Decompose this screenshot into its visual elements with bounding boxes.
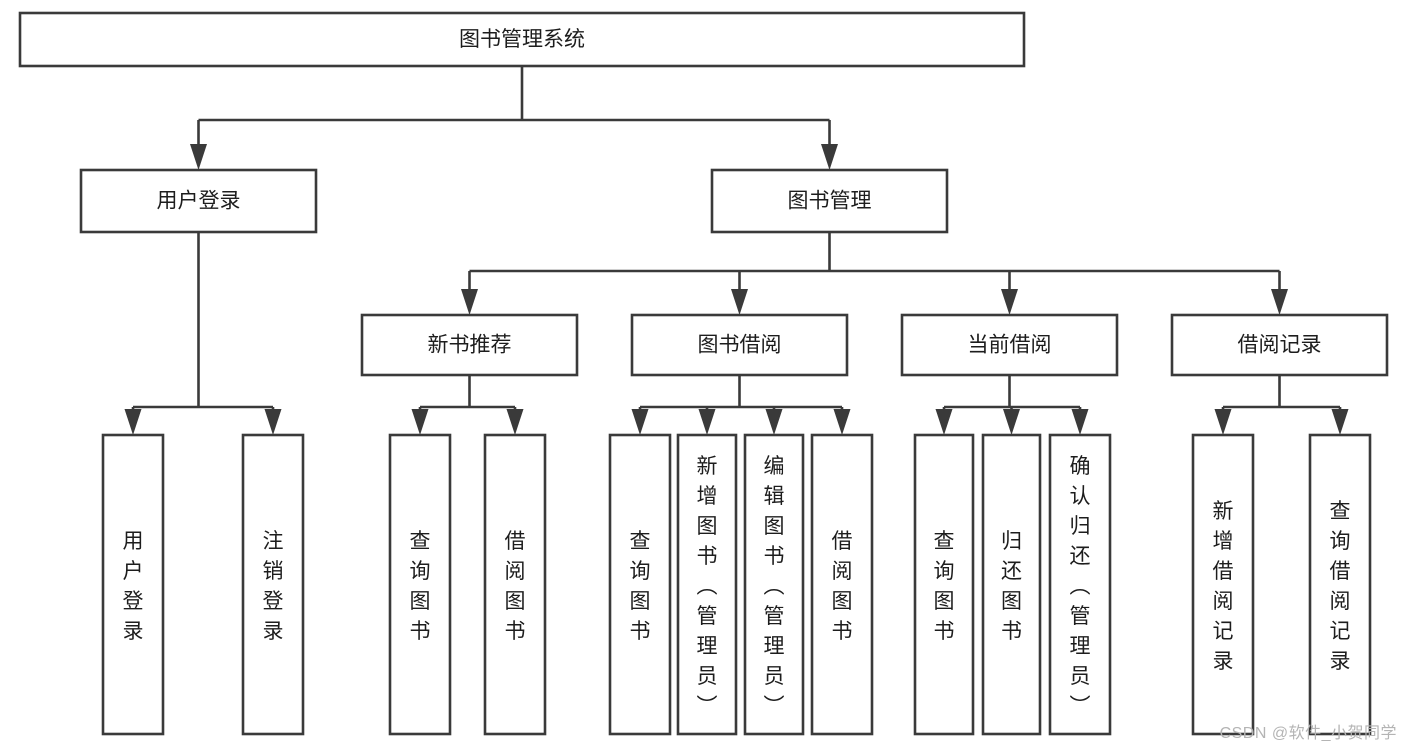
node-l3-e1[interactable]: 新增借阅记录 (1191, 433, 1255, 736)
node-box[interactable] (608, 433, 672, 736)
node-box[interactable] (710, 168, 949, 234)
edge-arrowhead (698, 409, 716, 435)
node-box[interactable] (483, 433, 547, 736)
node-root[interactable]: 图书管理系统 (18, 11, 1026, 68)
node-box[interactable] (1048, 433, 1112, 736)
node-box[interactable] (388, 433, 452, 736)
node-l3-d2[interactable]: 归还图书 (981, 433, 1042, 736)
edge-group-l2-current (935, 375, 1089, 435)
edge-arrowhead (1271, 289, 1288, 315)
node-label: 借阅图书 (505, 530, 526, 643)
node-l3-a2[interactable]: 注销登录 (241, 433, 305, 736)
node-label: 新增借阅记录 (1213, 500, 1234, 673)
edge-group-l1-bookmgmt (461, 232, 1288, 315)
node-l3-c4[interactable]: 借阅图书 (810, 433, 874, 736)
edge-arrowhead (1001, 289, 1018, 315)
edge-arrowhead (935, 409, 953, 435)
node-l1-bookmgmt[interactable]: 图书管理 (710, 168, 949, 234)
node-box[interactable] (630, 313, 849, 377)
edge-arrowhead (833, 409, 851, 435)
node-l2-newbook[interactable]: 新书推荐 (360, 313, 579, 377)
node-box[interactable] (1308, 433, 1372, 736)
edge-arrowhead (821, 144, 838, 170)
node-l3-d1[interactable]: 查询图书 (913, 433, 975, 736)
node-label: 编辑图书︵管理员︶ (764, 455, 785, 718)
node-l2-current[interactable]: 当前借阅 (900, 313, 1119, 377)
node-box[interactable] (743, 433, 805, 736)
node-label: 新书推荐 (428, 334, 512, 357)
node-l2-borrow[interactable]: 图书借阅 (630, 313, 849, 377)
edge-arrowhead (1214, 409, 1232, 435)
node-box[interactable] (676, 433, 738, 736)
node-label: 注销登录 (263, 530, 284, 643)
edge-layer (124, 66, 1349, 435)
node-label: 借阅记录 (1238, 334, 1322, 357)
node-l3-c2[interactable]: 新增图书︵管理员︶ (676, 433, 738, 736)
node-l3-a1[interactable]: 用户登录 (101, 433, 165, 736)
node-l1-login[interactable]: 用户登录 (79, 168, 318, 234)
edge-arrowhead (264, 409, 282, 435)
watermark-text: CSDN @软件_小贺同学 (1219, 725, 1397, 742)
node-box[interactable] (981, 433, 1042, 736)
edge-group-l2-newbook (411, 375, 524, 435)
node-label: 确认归还︵管理员︶ (1070, 455, 1091, 718)
node-l3-c3[interactable]: 编辑图书︵管理员︶ (743, 433, 805, 736)
edge-arrowhead (124, 409, 142, 435)
edge-arrowhead (411, 409, 429, 435)
edge-group-l2-borrow (631, 375, 851, 435)
node-box[interactable] (79, 168, 318, 234)
edge-arrowhead (1071, 409, 1089, 435)
edge-arrowhead (1003, 409, 1020, 435)
node-box[interactable] (1170, 313, 1389, 377)
node-label: 用户登录 (157, 190, 241, 213)
node-label: 查询借阅记录 (1330, 500, 1351, 673)
edge-group-root (190, 66, 838, 170)
node-label: 归还图书 (1001, 530, 1022, 643)
edge-arrowhead (461, 289, 478, 315)
node-box[interactable] (810, 433, 874, 736)
node-label: 图书管理 (788, 190, 872, 213)
node-layer: 图书管理系统用户登录图书管理新书推荐图书借阅当前借阅借阅记录用户登录注销登录查询… (18, 11, 1389, 736)
node-l3-b1[interactable]: 查询图书 (388, 433, 452, 736)
node-label: 借阅图书 (832, 530, 853, 643)
node-box[interactable] (360, 313, 579, 377)
node-l3-e2[interactable]: 查询借阅记录 (1308, 433, 1372, 736)
node-box[interactable] (241, 433, 305, 736)
node-label: 新增图书︵管理员︶ (697, 455, 718, 718)
node-l3-b2[interactable]: 借阅图书 (483, 433, 547, 736)
node-label: 查询图书 (410, 530, 431, 643)
node-label: 查询图书 (630, 530, 651, 643)
node-label: 查询图书 (934, 530, 955, 643)
node-label: 图书管理系统 (459, 28, 585, 51)
edge-arrowhead (506, 409, 524, 435)
edge-arrowhead (190, 144, 207, 170)
node-box[interactable] (1191, 433, 1255, 736)
node-l2-record[interactable]: 借阅记录 (1170, 313, 1389, 377)
node-l3-c1[interactable]: 查询图书 (608, 433, 672, 736)
node-box[interactable] (900, 313, 1119, 377)
node-box[interactable] (913, 433, 975, 736)
node-label: 用户登录 (123, 530, 144, 643)
edge-arrowhead (765, 409, 783, 435)
edge-group-l1-login (124, 232, 282, 435)
node-box[interactable] (101, 433, 165, 736)
node-box[interactable] (18, 11, 1026, 68)
edge-arrowhead (731, 289, 748, 315)
edge-arrowhead (1331, 409, 1349, 435)
node-l3-d3[interactable]: 确认归还︵管理员︶ (1048, 433, 1112, 736)
edge-group-l2-record (1214, 375, 1349, 435)
node-label: 当前借阅 (968, 334, 1052, 357)
node-label: 图书借阅 (698, 334, 782, 357)
edge-arrowhead (631, 409, 649, 435)
